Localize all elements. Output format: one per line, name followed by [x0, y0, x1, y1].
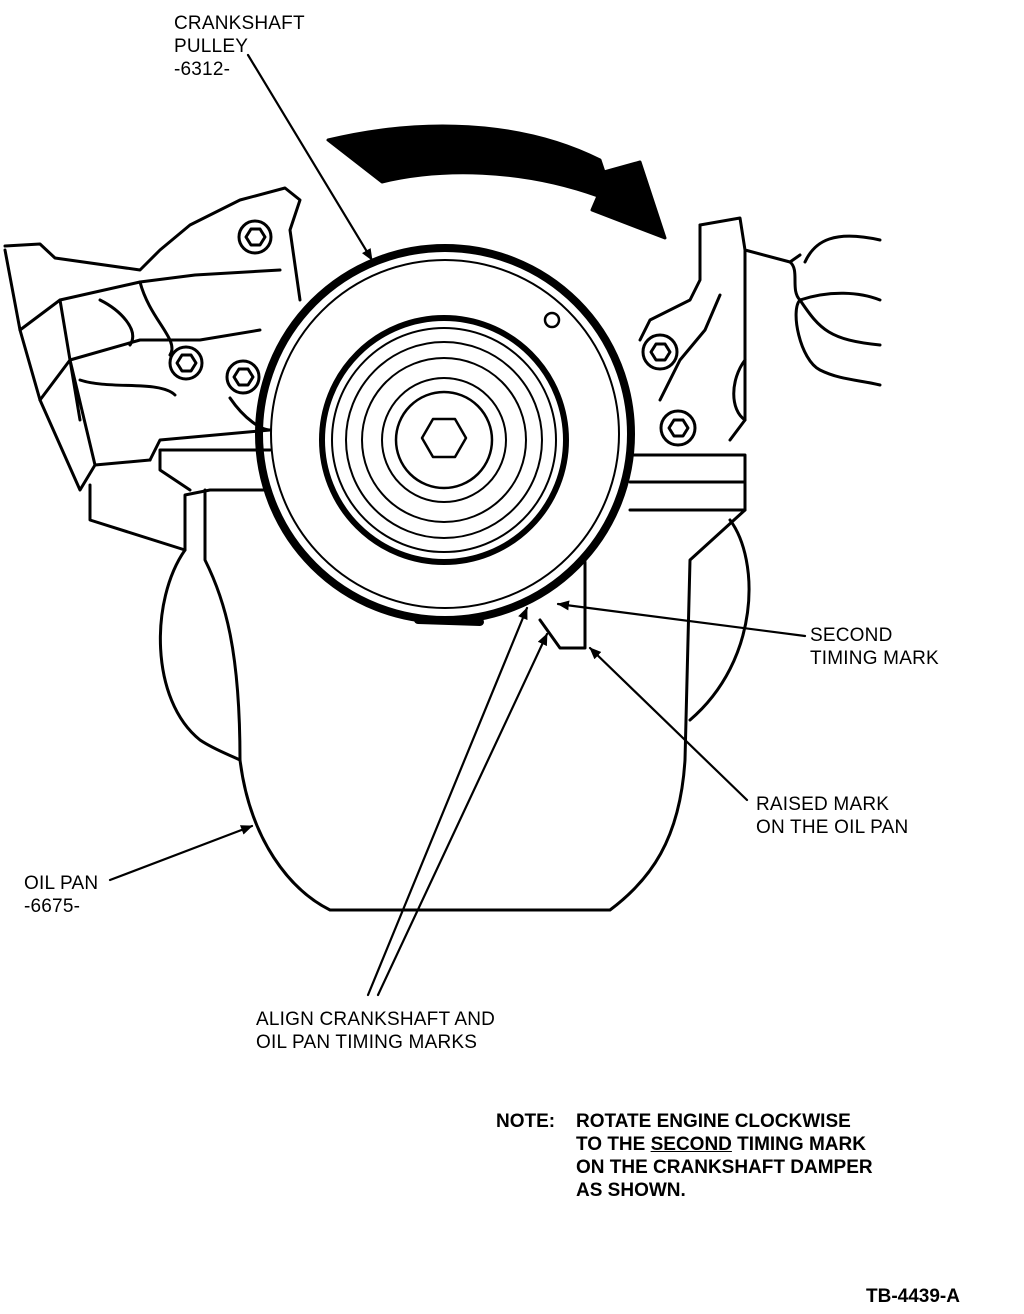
rotation-arrow-icon: [326, 124, 667, 240]
label-line: CRANKSHAFT: [174, 13, 305, 34]
hex-bolt-icon: [420, 417, 468, 459]
note-heading: NOTE:: [496, 1111, 556, 1132]
note-line: AS SHOWN.: [576, 1180, 686, 1201]
label-line: PULLEY: [174, 36, 249, 57]
note-line: ROTATE ENGINE CLOCKWISE: [576, 1111, 851, 1132]
note-block: NOTE: ROTATE ENGINE CLOCKWISE TO THE SEC…: [496, 1110, 873, 1202]
label-line: TIMING MARK: [810, 648, 939, 669]
crankshaft-pulley: [255, 244, 635, 626]
note-line: ON THE CRANKSHAFT DAMPER: [576, 1157, 873, 1178]
label-line: -6312-: [174, 59, 231, 80]
label-line: ALIGN CRANKSHAFT AND: [256, 1009, 496, 1030]
note-line-suffix: TIMING MARK: [731, 1134, 866, 1155]
label-oil-pan: OIL PAN -6675-: [24, 872, 98, 918]
label-line: ON THE OIL PAN: [756, 817, 909, 838]
label-line: OIL PAN TIMING MARKS: [256, 1032, 478, 1053]
oil-pan: [158, 488, 751, 912]
label-line: OIL PAN: [24, 873, 99, 894]
label-align-marks: ALIGN CRANKSHAFT AND OIL PAN TIMING MARK…: [256, 1008, 495, 1054]
note-line: TO THE SECOND TIMING MARK: [576, 1133, 866, 1156]
label-line: RAISED MARK: [756, 794, 890, 815]
leader-lines: [108, 53, 807, 997]
note-line-prefix: TO THE: [576, 1134, 651, 1155]
label-raised-mark: RAISED MARK ON THE OIL PAN: [756, 793, 908, 839]
label-line: SECOND: [810, 625, 893, 646]
label-second-timing-mark: SECOND TIMING MARK: [810, 624, 939, 670]
engine-block-right: [628, 216, 882, 512]
note-emphasis: SECOND: [650, 1134, 732, 1155]
label-line: -6675-: [24, 896, 81, 917]
engine-block-left: [3, 186, 302, 552]
label-crankshaft-pulley: CRANKSHAFT PULLEY -6312-: [174, 12, 305, 81]
figure-reference: TB-4439-A: [866, 1286, 960, 1307]
